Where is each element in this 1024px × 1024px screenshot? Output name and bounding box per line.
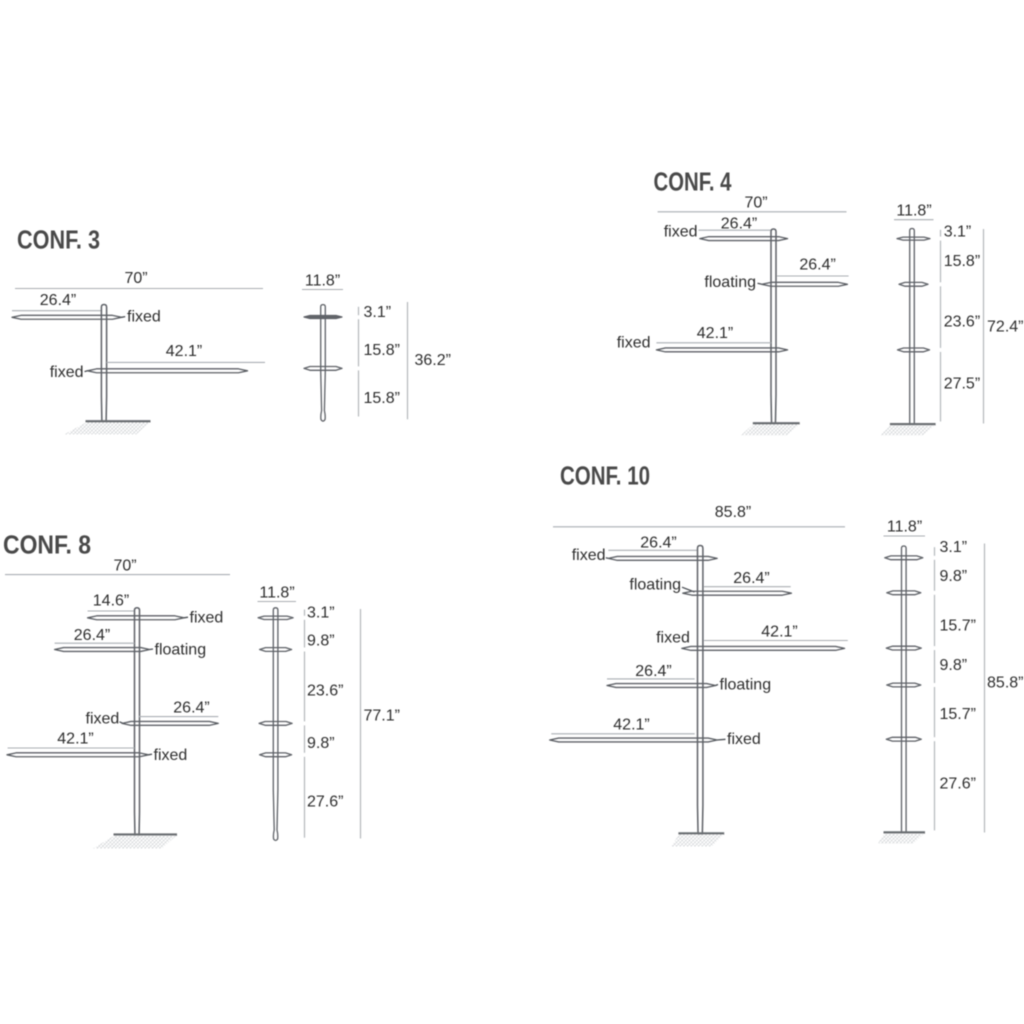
svg-text:floating: floating	[704, 274, 756, 291]
svg-text:14.6”: 14.6”	[93, 593, 129, 610]
svg-text:42.1”: 42.1”	[761, 624, 797, 641]
svg-text:3.1”: 3.1”	[940, 539, 968, 556]
svg-text:70”: 70”	[124, 270, 147, 287]
svg-text:72.4”: 72.4”	[987, 319, 1023, 336]
svg-text:9.8”: 9.8”	[307, 633, 335, 650]
svg-text:26.4”: 26.4”	[640, 535, 676, 552]
svg-text:27.6”: 27.6”	[940, 776, 976, 793]
svg-text:70”: 70”	[113, 558, 136, 575]
svg-text:42.1”: 42.1”	[697, 325, 733, 342]
svg-text:fixed: fixed	[190, 610, 224, 627]
svg-text:15.7”: 15.7”	[940, 618, 976, 635]
svg-text:fixed: fixed	[86, 711, 120, 728]
svg-text:fixed: fixed	[127, 309, 161, 326]
svg-text:floating: floating	[720, 677, 772, 694]
svg-text:15.7”: 15.7”	[940, 706, 976, 723]
svg-text:floating: floating	[629, 577, 681, 594]
svg-text:9.8”: 9.8”	[307, 735, 335, 752]
svg-text:26.4”: 26.4”	[799, 257, 835, 274]
svg-text:3.1”: 3.1”	[364, 304, 392, 321]
svg-text:27.6”: 27.6”	[307, 794, 343, 811]
svg-text:42.1”: 42.1”	[166, 343, 202, 360]
svg-text:36.2”: 36.2”	[415, 352, 451, 369]
svg-text:11.8”: 11.8”	[896, 203, 931, 220]
svg-text:85.8”: 85.8”	[715, 504, 751, 521]
svg-text:floating: floating	[155, 642, 207, 659]
svg-text:CONF. 8: CONF. 8	[3, 530, 91, 560]
svg-text:15.8”: 15.8”	[944, 253, 980, 270]
svg-text:CONF. 3: CONF. 3	[17, 225, 100, 255]
svg-text:26.4”: 26.4”	[733, 570, 769, 587]
svg-text:27.5”: 27.5”	[944, 376, 980, 393]
svg-text:fixed: fixed	[617, 335, 651, 352]
svg-text:fixed: fixed	[727, 731, 761, 748]
svg-text:26.4”: 26.4”	[40, 292, 76, 309]
svg-text:15.8”: 15.8”	[364, 390, 400, 407]
svg-text:26.4”: 26.4”	[635, 663, 671, 680]
svg-text:23.6”: 23.6”	[944, 314, 980, 331]
svg-text:85.8”: 85.8”	[987, 675, 1023, 692]
svg-text:fixed: fixed	[572, 547, 606, 564]
svg-text:70”: 70”	[744, 195, 767, 212]
svg-text:CONF. 4: CONF. 4	[654, 167, 732, 197]
svg-text:9.8”: 9.8”	[940, 657, 968, 674]
svg-text:11.8”: 11.8”	[259, 585, 294, 602]
svg-text:26.4”: 26.4”	[173, 700, 209, 717]
svg-text:fixed: fixed	[664, 224, 698, 241]
svg-text:26.4”: 26.4”	[721, 216, 757, 233]
svg-text:3.1”: 3.1”	[944, 224, 972, 241]
svg-text:11.8”: 11.8”	[887, 519, 922, 536]
svg-text:CONF. 10: CONF. 10	[560, 461, 650, 491]
svg-text:26.4”: 26.4”	[74, 627, 110, 644]
svg-text:fixed: fixed	[50, 364, 84, 381]
svg-text:fixed: fixed	[656, 630, 690, 647]
svg-text:3.1”: 3.1”	[307, 605, 335, 622]
svg-text:15.8”: 15.8”	[364, 342, 400, 359]
svg-text:23.6”: 23.6”	[307, 683, 343, 700]
svg-text:77.1”: 77.1”	[364, 708, 400, 725]
svg-text:fixed: fixed	[154, 747, 188, 764]
svg-text:42.1”: 42.1”	[613, 717, 649, 734]
svg-text:42.1”: 42.1”	[57, 731, 93, 748]
svg-text:9.8”: 9.8”	[940, 568, 968, 585]
svg-text:11.8”: 11.8”	[305, 273, 340, 290]
